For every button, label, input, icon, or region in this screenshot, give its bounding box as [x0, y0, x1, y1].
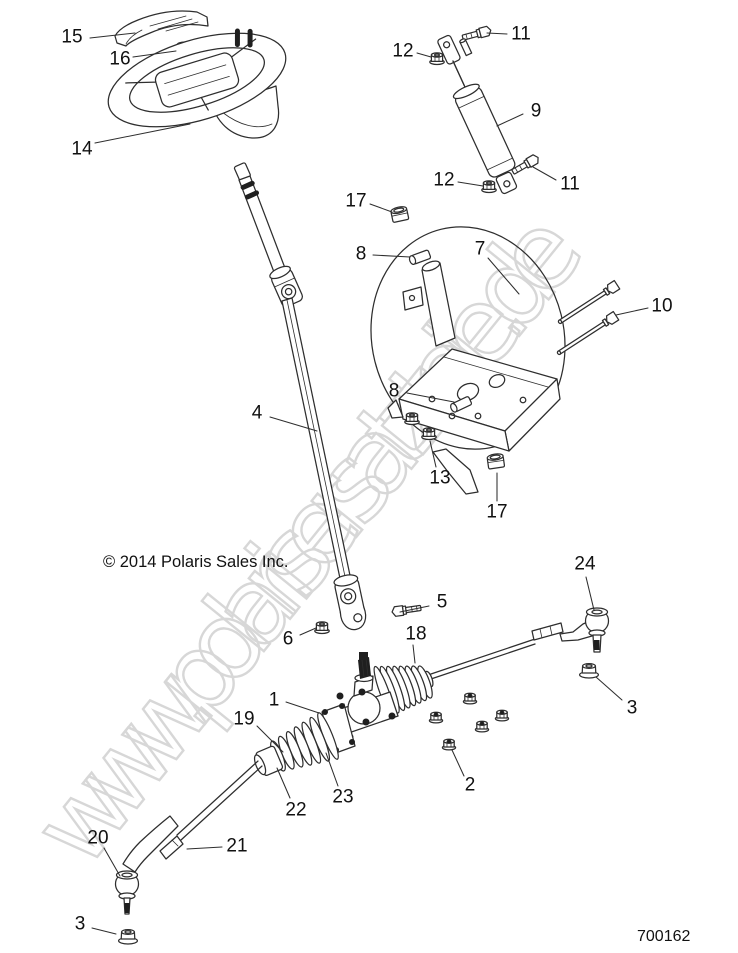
callout-24-16: 24 — [574, 553, 596, 575]
leader-line-20-26 — [103, 847, 121, 877]
callout-8-12: 8 — [388, 380, 400, 402]
upper-u-joint — [269, 265, 303, 308]
damper-body — [452, 83, 516, 178]
callout-7-10: 7 — [474, 238, 486, 260]
leader-line-12-6 — [457, 181, 484, 187]
leader-line-21-27 — [186, 846, 223, 850]
callout-5-17: 5 — [436, 591, 448, 613]
callout-15-0: 15 — [61, 26, 83, 48]
lower-u-joint — [333, 574, 367, 631]
callout-17-8: 17 — [345, 190, 367, 212]
copyright-text: © 2014 Polaris Sales Inc. — [103, 553, 289, 571]
callout-3-23: 3 — [626, 697, 638, 719]
tie-rod-nut-right — [578, 662, 600, 679]
steering-wheel — [107, 28, 287, 139]
callout-12-3: 12 — [392, 40, 414, 62]
mount-bracket — [387, 260, 561, 495]
callout-2-22: 2 — [464, 774, 476, 796]
rack-nut-2 — [428, 711, 444, 724]
bushing-17-top — [389, 204, 410, 224]
damper-nut-bottom — [481, 180, 497, 194]
callout-21-27: 21 — [226, 835, 248, 857]
leader-line-5-17 — [399, 605, 430, 613]
callout-16-1: 16 — [109, 48, 131, 70]
steering-wheel-pad — [114, 10, 209, 47]
leader-line-11-7 — [532, 166, 557, 181]
callout-10-11: 10 — [651, 295, 673, 317]
steering-damper — [429, 24, 542, 195]
leader-line-8-9 — [372, 254, 411, 258]
damper-clevis-top — [437, 34, 461, 65]
callout-11-7: 11 — [560, 173, 580, 195]
leader-line-4-15 — [269, 416, 318, 432]
callout-11-4: 11 — [511, 23, 531, 45]
steering-shaft — [233, 162, 367, 631]
leader-line-12-3 — [416, 52, 432, 58]
leader-line-10-11 — [615, 307, 649, 316]
leader-line-11-4 — [486, 32, 508, 35]
bellows-right — [373, 665, 434, 717]
leader-lines — [89, 32, 649, 935]
damper-nut-top — [429, 52, 445, 66]
watermark: www.polarisersatzteile.de — [10, 195, 604, 888]
leader-line-3-28 — [91, 927, 117, 935]
drawing-number: 700162 — [637, 928, 691, 945]
leader-line-1-20 — [285, 701, 320, 714]
leader-line-19-21 — [256, 725, 284, 753]
leader-line-15-0 — [89, 32, 136, 39]
rack-nut-3 — [494, 709, 510, 722]
callout-9-5: 9 — [530, 100, 542, 122]
leader-line-13-13 — [429, 440, 437, 468]
leader-line-14-2 — [94, 123, 191, 144]
leader-line-3-23 — [595, 676, 623, 701]
leader-line-22-24 — [276, 767, 291, 799]
leader-line-23-25 — [325, 752, 339, 787]
nut-13-b — [421, 427, 437, 441]
callout-22-24: 22 — [285, 799, 307, 821]
nut-13-a — [404, 412, 420, 426]
leader-line-17-8 — [369, 203, 393, 213]
callout-3-28: 3 — [74, 913, 86, 935]
leader-line-6-18 — [299, 627, 317, 636]
leader-line-16-1 — [132, 50, 177, 58]
bushing-17-bottom — [486, 452, 506, 470]
leader-line-7-10 — [487, 257, 520, 295]
rack-and-pinion — [114, 607, 610, 945]
leader-line-18-19 — [412, 644, 416, 664]
callout-4-15: 4 — [251, 402, 263, 424]
callout-14-2: 14 — [71, 138, 93, 160]
joint-nut — [314, 621, 330, 635]
callout-12-6: 12 — [433, 169, 455, 191]
callout-1-20: 1 — [268, 689, 280, 711]
damper-clevis-bottom — [495, 171, 518, 195]
rack-nut-1 — [462, 692, 478, 705]
callout-23-25: 23 — [332, 786, 354, 808]
joint-bolt — [390, 602, 423, 618]
callout-18-19: 18 — [405, 623, 427, 645]
tie-rod-nut-left — [117, 928, 139, 945]
leader-line-2-22 — [451, 749, 465, 777]
leader-line-9-5 — [496, 113, 524, 127]
callout-20-26: 20 — [87, 827, 109, 849]
leader-line-24-16 — [585, 576, 595, 611]
rack-nut-4 — [474, 720, 490, 733]
callout-19-21: 19 — [233, 708, 255, 730]
callout-6-18: 6 — [282, 628, 294, 650]
leader-line-8-12 — [406, 392, 455, 403]
callout-13-13: 13 — [429, 467, 451, 489]
callout-8-9: 8 — [355, 243, 367, 265]
rack-nut-5 — [441, 738, 457, 751]
callout-17-14: 17 — [486, 501, 508, 523]
